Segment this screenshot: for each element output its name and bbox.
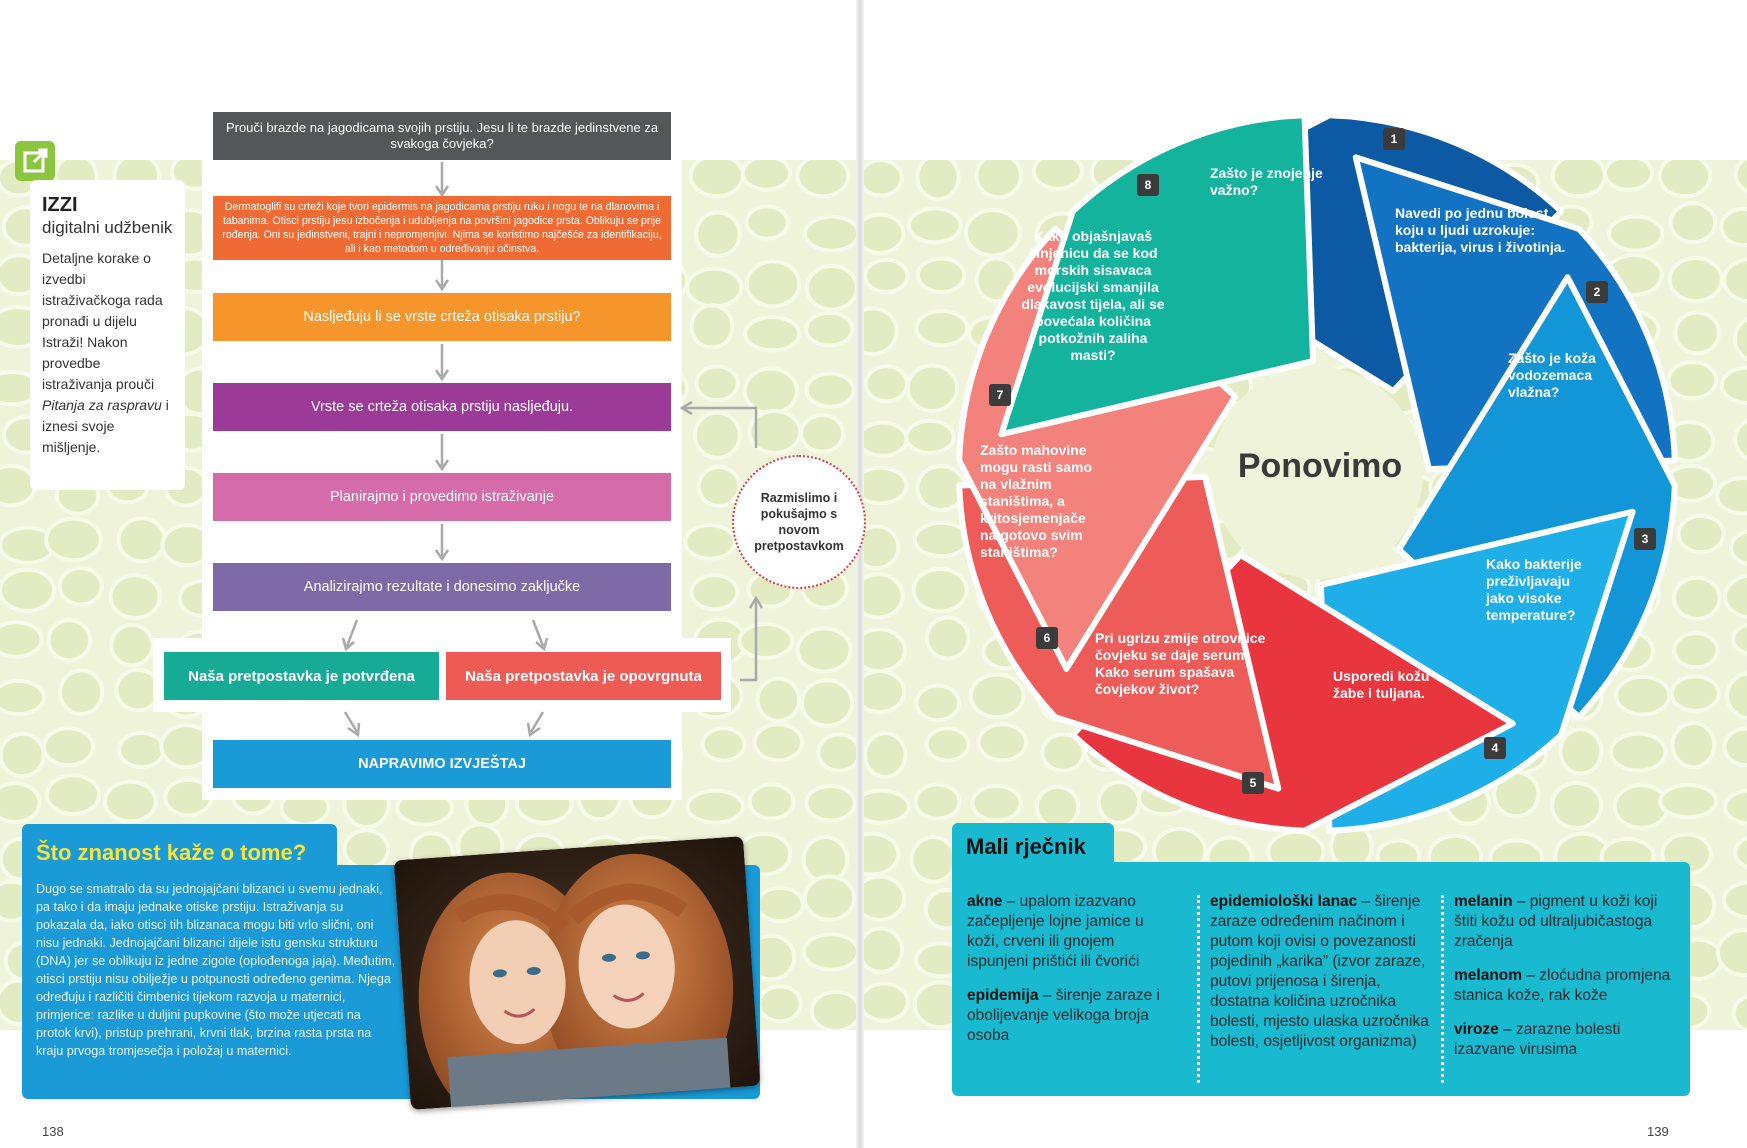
step-hypothesis-question: Nasljeđuju li se vrste crteža otisaka pr… (213, 293, 671, 341)
dictionary-column-3: melanin – pigment u koži koji štiti kožu… (1454, 892, 1679, 1074)
wheel-badge-1: 1 (1383, 128, 1405, 150)
wheel-badge-4: 4 (1484, 737, 1506, 759)
wheel-question-3: Zašto je koža vodozemaca vlažna? (1508, 350, 1596, 400)
page-gutter (856, 0, 864, 1148)
wheel-badge-8: 8 (1137, 174, 1159, 196)
dictionary-tab (952, 823, 1114, 881)
page-number-left: 138 (42, 1124, 64, 1139)
external-link-icon[interactable] (15, 141, 55, 181)
wheel-badge-5: 5 (1242, 772, 1264, 794)
science-title: Što znanost kaže o tome? (36, 840, 307, 865)
wheel-badge-3: 3 (1634, 528, 1656, 550)
dictionary-entry: akne – upalom izazvano začepljenje lojne… (967, 893, 1144, 970)
step-fingerprint-question: Prouči brazde na jagodicama svojih prsti… (213, 112, 671, 160)
wheel-question-1: Zašto je znojenje važno? (1210, 165, 1323, 198)
dictionary-title: Mali rječnik (966, 834, 1086, 859)
science-tab (22, 824, 337, 884)
izzi-card: IZZI digitalni udžbenik Detaljne korake … (30, 180, 185, 490)
wheel-segment-8 (998, 112, 1317, 438)
dictionary-separator (1441, 895, 1444, 1083)
izzi-title: IZZI (42, 194, 78, 216)
rethink-text: Razmislimo i pokušajmo s novom pretposta… (754, 491, 844, 553)
dictionary-entry: viroze – zarazne bolesti izazvane virusi… (1454, 1021, 1621, 1058)
dictionary-column-2: epidemiološki lanac – širenje zaraze odr… (1210, 892, 1438, 1066)
wheel-question-5: Usporedi kožu žabe i tuljana. (1333, 668, 1430, 701)
step-analyze-results: Analizirajmo rezultate i donesimo zaklju… (213, 563, 671, 611)
flowchart-arrows (341, 162, 764, 738)
wheel-center (1211, 367, 1423, 579)
wheel-question-7: Zašto mahovine mogu rasti samo na vlažni… (980, 442, 1093, 560)
wheel-title: Ponovimo (1237, 447, 1403, 485)
dictionary-entry: epidemiološki lanac – širenje zaraze odr… (1210, 893, 1429, 1050)
izzi-description: Detaljne korake o izvedbi istraživačkoga… (42, 250, 169, 455)
rethink-circle: Razmislimo i pokušajmo s novom pretposta… (732, 455, 866, 589)
dictionary-separator (1197, 895, 1200, 1083)
wheel-question-2: Navedi po jednu bolest koju u ljudi uzro… (1395, 205, 1566, 255)
ponovimo-wheel (956, 112, 1678, 834)
dictionary-entry: melanom – zloćudna promjena stanica kože… (1454, 967, 1671, 1004)
outcome-refuted: Naša pretpostavka je opovrgnuta (446, 652, 721, 700)
step-hypothesis: Vrste se crteža otisaka prstiju nasljeđu… (213, 383, 671, 431)
step-plan-research: Planirajmo i provedimo istraživanje (213, 473, 671, 521)
dictionary-entry: melanin – pigment u koži koji štiti kožu… (1454, 893, 1658, 950)
outcome-confirmed: Naša pretpostavka je potvrđena (164, 652, 439, 700)
wheel-question-8: Kako objašnjavaš činjenicu da se kod mor… (1021, 228, 1165, 363)
twins-photo (393, 836, 761, 1110)
wheel-badge-7: 7 (989, 384, 1011, 406)
wheel-question-4: Kako bakterije preživljavaju jako visoke… (1486, 556, 1582, 623)
wheel-badge-2: 2 (1586, 281, 1608, 303)
step-dermatoglyph-info: Dermatoglifi su crteži koje tvori epider… (213, 196, 671, 260)
izzi-subtitle: digitalni udžbenik (42, 218, 173, 237)
final-report-step: NAPRAVIMO IZVJEŠTAJ (213, 740, 671, 788)
science-text: Dugo se smatralo da su jednojajčani bliz… (36, 882, 396, 1058)
page-number-right: 139 (1647, 1124, 1669, 1139)
dictionary-entry: epidemija – širenje zaraze i obolijevanj… (967, 987, 1160, 1044)
wheel-badge-6: 6 (1036, 627, 1058, 649)
dictionary-box (952, 862, 1690, 1096)
dictionary-column-1: akne – upalom izazvano začepljenje lojne… (967, 892, 1177, 1060)
wheel-question-6: Pri ugrizu zmije otrovnice čovjeku se da… (1095, 630, 1266, 697)
